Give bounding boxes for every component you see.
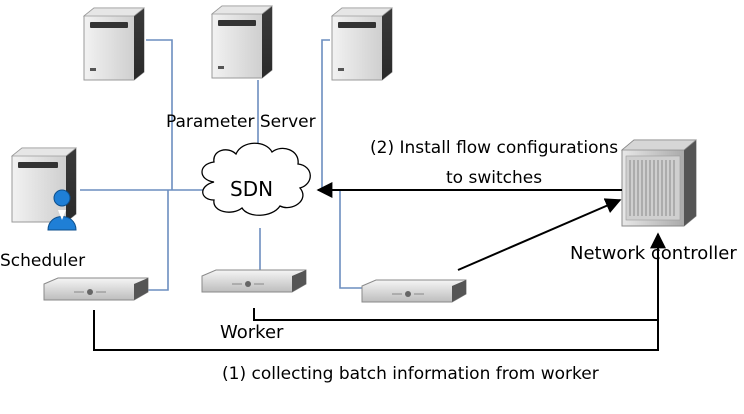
tower-server-icon [330, 7, 394, 81]
link-worker1-to-sdn [148, 190, 169, 291]
cloud-icon [201, 142, 311, 216]
arrow-worker-to-controller [457, 198, 622, 271]
rack-unit-icon [43, 277, 149, 301]
black-arrows [93, 182, 666, 351]
collecting-label: (1) collecting batch information from wo… [222, 364, 599, 384]
link-server1-to-sdn [146, 39, 173, 190]
parameter-server-label: Parameter Server [166, 112, 316, 132]
link-server3-to-sdn [321, 39, 330, 190]
install-flow-label-line2: to switches [446, 168, 542, 188]
sdn-label: SDN [230, 177, 273, 201]
rack-server-icon [620, 139, 698, 227]
network-controller-label: Network controller [570, 243, 737, 264]
worker-label: Worker [220, 322, 284, 343]
arrow-collect-to-controller [93, 232, 666, 351]
arrow-worker2-to-controller [253, 308, 658, 321]
rack-unit-icon [361, 279, 467, 303]
blue-links [80, 39, 368, 291]
tower-server-icon [210, 5, 274, 79]
server-with-user-icon [10, 147, 78, 231]
rack-unit-icon [201, 269, 307, 293]
install-flow-label: (2) Install flow configurations [370, 138, 618, 158]
scheduler-label: Scheduler [0, 251, 85, 271]
link-worker3-to-sdn [339, 190, 368, 289]
tower-server-icon [82, 7, 146, 81]
user-icon [47, 189, 77, 231]
